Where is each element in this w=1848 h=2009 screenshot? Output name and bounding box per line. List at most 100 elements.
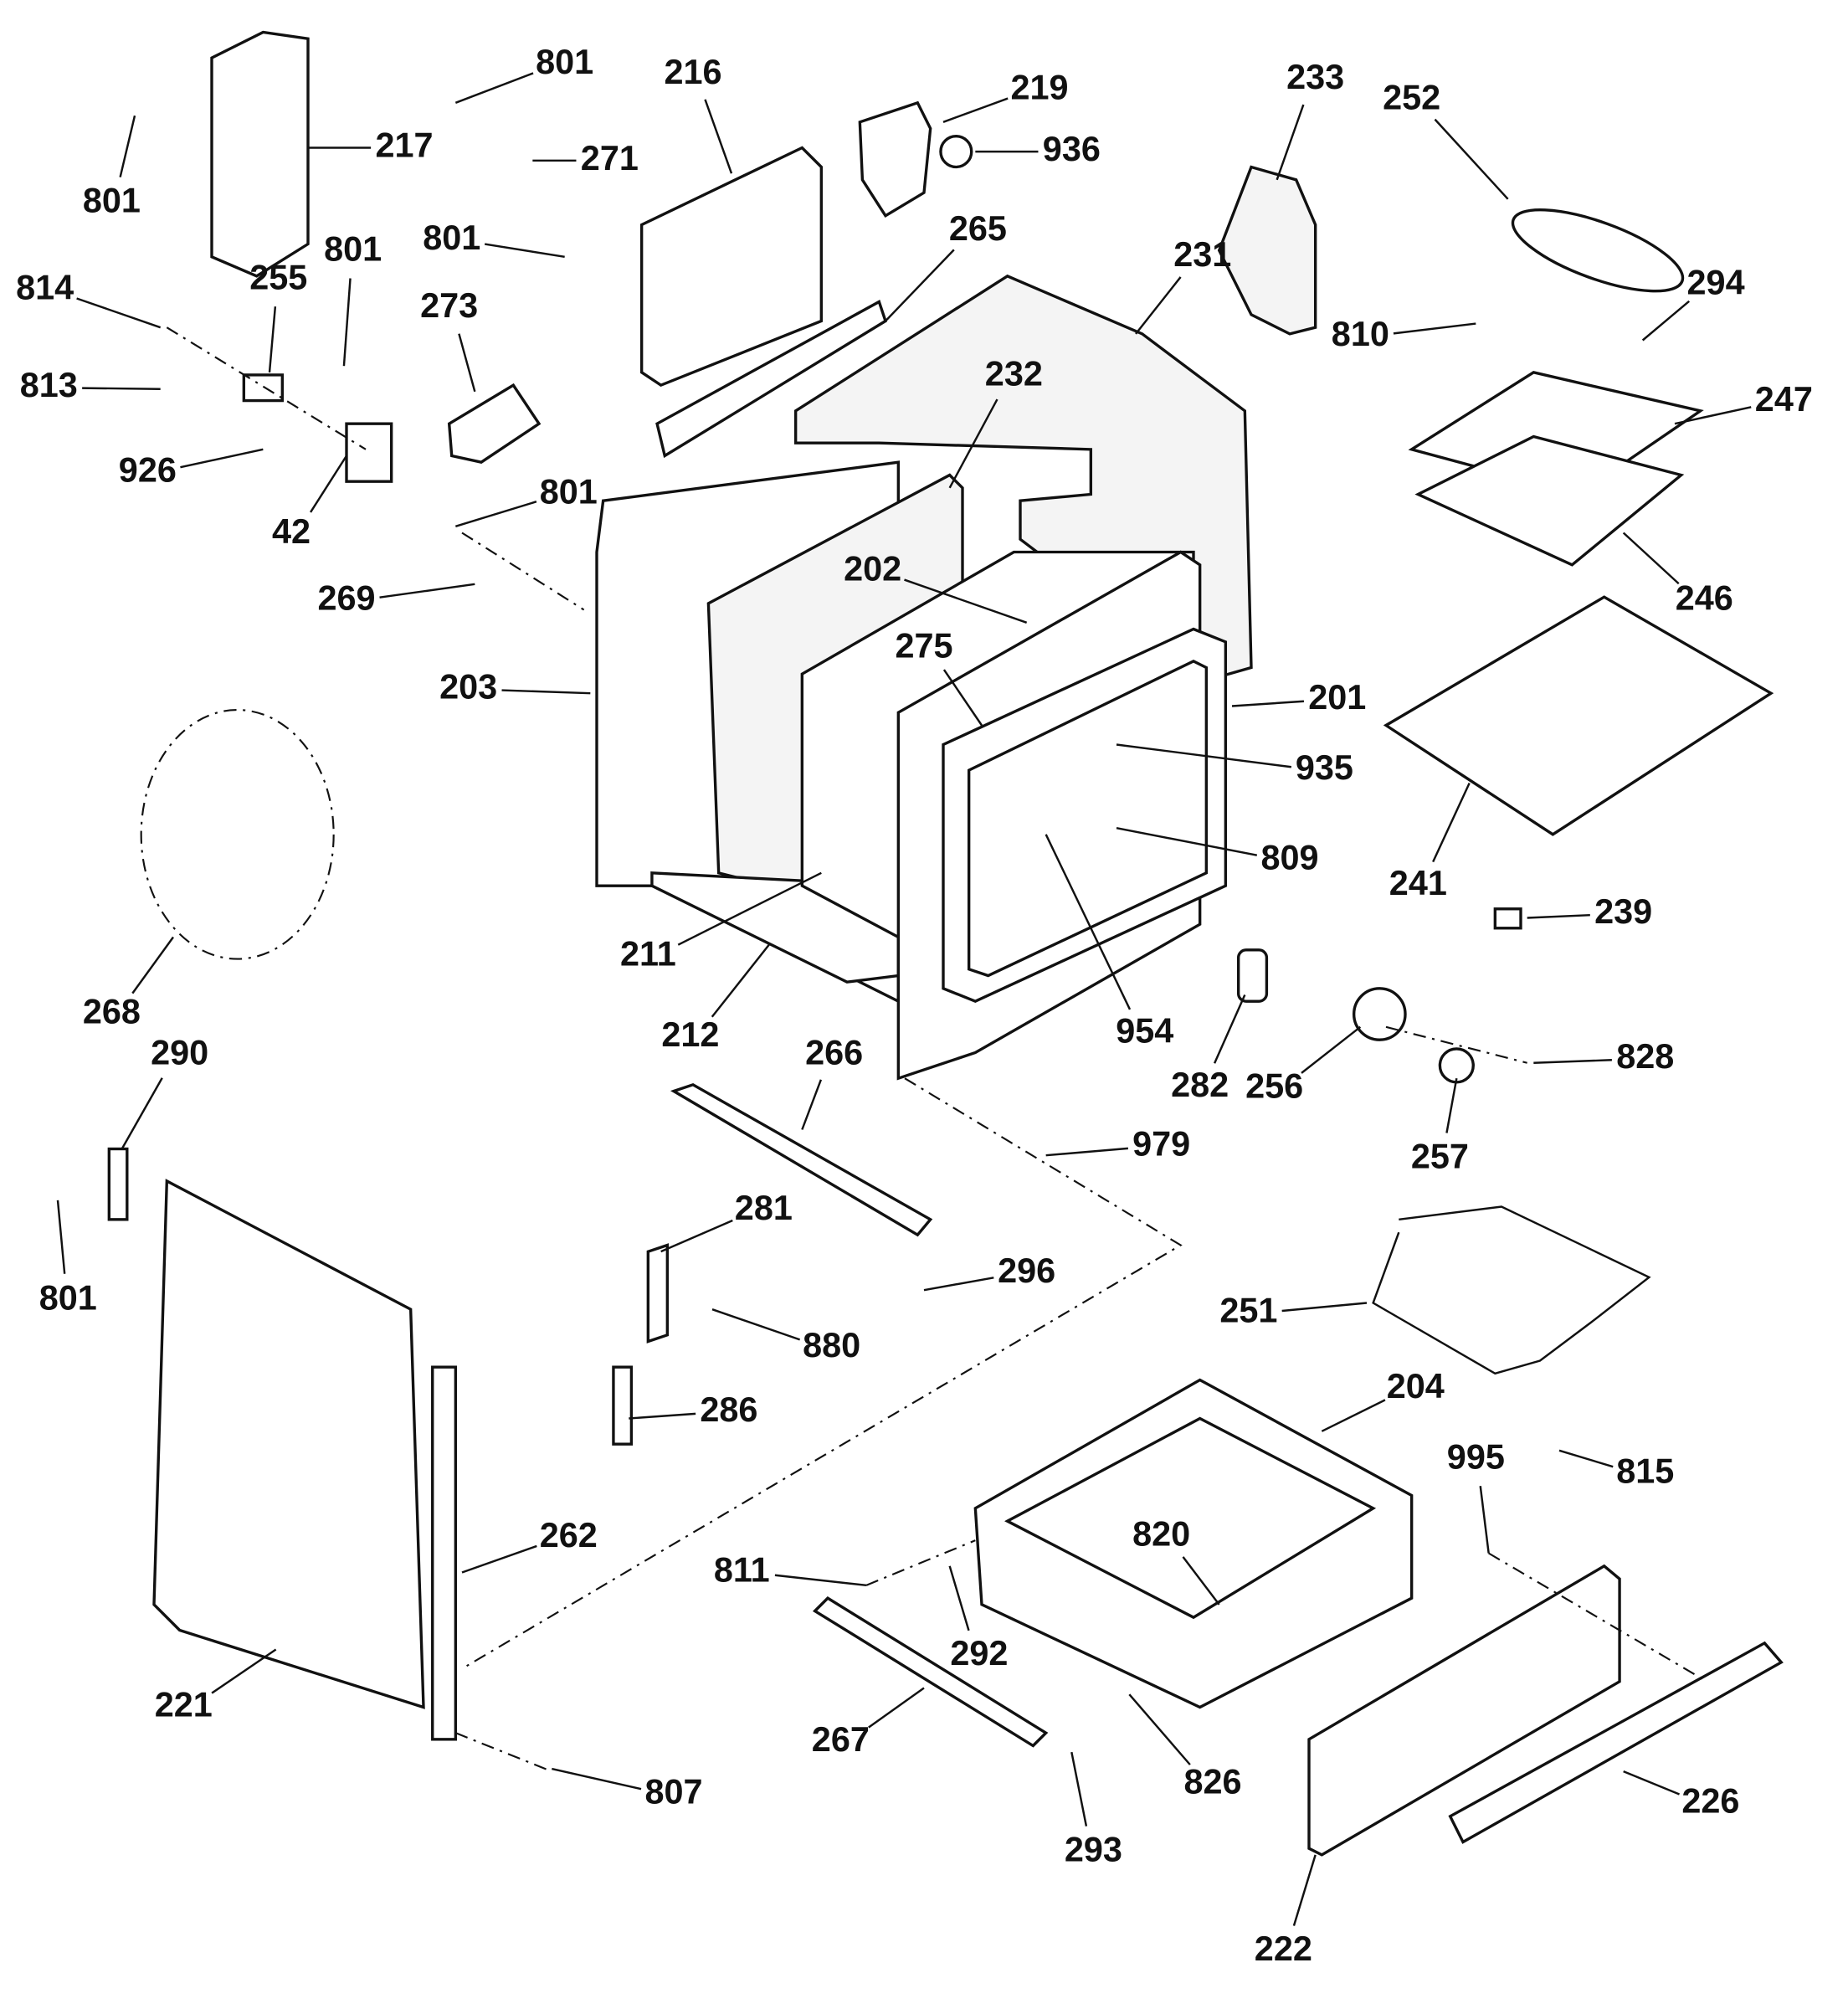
callout-239: 239 [1594,892,1652,931]
leader-line-811 [774,1574,867,1587]
callout-222: 222 [1255,1929,1312,1968]
leader-line-880 [711,1308,801,1341]
leader-line-201 [1231,700,1305,707]
part-216-shield [639,146,824,388]
callout-935: 935 [1296,748,1353,787]
assembly-line [461,532,585,611]
leader-line-294 [1641,300,1691,342]
leader-line-810 [1393,322,1476,335]
leader-line-292 [948,1565,970,1631]
callout-201: 201 [1308,678,1366,717]
parts-drawing [107,30,1784,1857]
callout-257: 257 [1411,1138,1469,1176]
callout-801: 801 [536,43,593,81]
part-267-rail [812,1596,1049,1748]
leader-line-232 [948,398,998,489]
leader-line-204 [1321,1399,1386,1432]
part-266-rail [670,1082,933,1237]
callout-262: 262 [540,1516,598,1554]
callout-281: 281 [735,1189,793,1227]
part-233-duct [1217,165,1317,336]
callout-290: 290 [151,1034,208,1072]
callout-815: 815 [1616,1452,1674,1490]
callout-820: 820 [1132,1515,1190,1554]
callout-247: 247 [1755,380,1813,419]
leader-line-202 [904,578,1028,624]
assembly-line [865,1539,976,1586]
part-273 [447,383,542,464]
drawer-inner [1004,1416,1377,1620]
part-936-grommet [939,135,973,169]
leader-line-251 [1281,1302,1368,1313]
assembly-line [454,1732,552,1773]
leader-line-265 [885,249,955,322]
callout-293: 293 [1065,1831,1122,1869]
callout-271: 271 [581,139,639,177]
part-222-drawer-front [1307,1564,1621,1857]
callout-42: 42 [272,512,311,551]
callout-286: 286 [700,1390,757,1429]
leader-line-801 [454,72,534,104]
part-241-oven-rack [1383,595,1774,836]
part-262-trim [431,1365,458,1741]
leader-line-211 [677,871,822,946]
callout-801: 801 [39,1278,97,1317]
callout-231: 231 [1173,235,1231,274]
callout-267: 267 [812,1720,870,1759]
door-opening [967,659,1209,978]
leader-line-267 [868,1687,925,1729]
leader-line-257 [1445,1077,1458,1133]
callout-241: 241 [1389,864,1447,902]
leader-line-247 [1674,406,1752,425]
callout-995: 995 [1447,1438,1505,1477]
callout-269: 269 [317,579,375,618]
callout-217: 217 [375,126,433,164]
part-281-bracket [646,1243,670,1344]
part-217-bracket [210,30,310,278]
part-290-strip [107,1147,129,1221]
leader-line-262 [461,1544,537,1574]
callout-251: 251 [1219,1292,1277,1330]
callout-273: 273 [420,286,478,325]
callout-219: 219 [1010,68,1068,106]
leader-line-815 [1558,1449,1614,1468]
callout-828: 828 [1616,1037,1674,1076]
leader-line-222 [1292,1854,1317,1926]
leader-line-813 [82,387,161,390]
leader-line-814 [76,297,162,329]
part-257-bulb [1438,1047,1475,1084]
callout-294: 294 [1687,264,1745,302]
callout-232: 232 [985,354,1043,393]
leader-line-820 [1182,1556,1220,1606]
assembly-line [166,326,367,450]
callout-211: 211 [620,934,676,973]
part-219 [858,100,932,218]
leader-line-266 [801,1079,823,1130]
leader-line-926 [180,448,264,469]
leader-line-807 [552,1767,642,1791]
leader-line-935 [1116,743,1291,768]
part-226-trim [1448,1641,1784,1844]
leader-line-995 [1479,1486,1490,1554]
callout-202: 202 [844,549,901,588]
leader-line-246 [1622,532,1680,585]
part-251-element [1372,1205,1651,1375]
leader-line-809 [1116,826,1258,856]
callout-266: 266 [805,1034,863,1072]
leader-line-826 [1128,1693,1191,1765]
callout-265: 265 [949,209,1007,248]
leader-line-281 [660,1219,733,1253]
leader-line-231 [1135,276,1182,335]
callout-221: 221 [155,1685,213,1724]
callout-936: 936 [1043,130,1101,168]
leader-line-801 [454,501,537,528]
leader-line-293 [1070,1751,1088,1827]
callout-801: 801 [83,181,141,219]
part-255-switch [242,373,285,403]
callout-954: 954 [1116,1011,1173,1050]
part-252-element [1511,208,1685,293]
leader-line-252 [1434,118,1509,200]
leader-line-801 [56,1200,66,1274]
